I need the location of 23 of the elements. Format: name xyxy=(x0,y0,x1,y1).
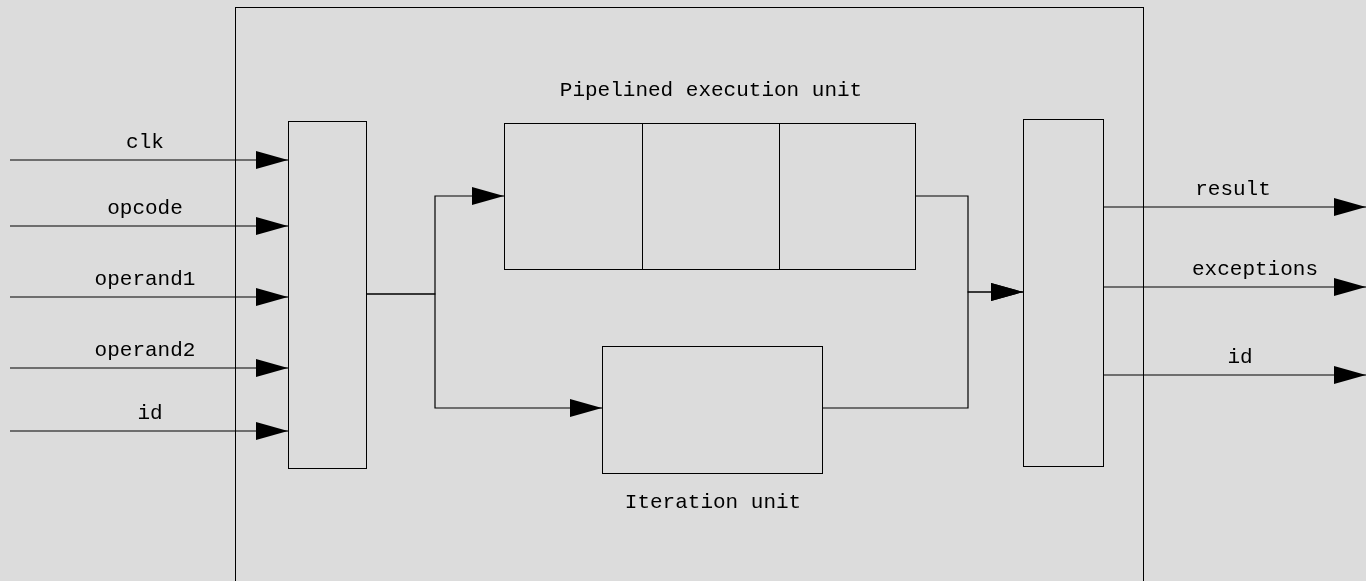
signal-label: operand1 xyxy=(94,268,196,291)
signal-arrow xyxy=(9,288,289,306)
signal-arrow xyxy=(1103,278,1366,296)
output-register-box xyxy=(1023,119,1104,467)
signal-label: id xyxy=(137,402,163,425)
signal-arrow xyxy=(9,422,289,440)
signal-label: clk xyxy=(126,131,164,154)
signal-arrow xyxy=(1103,198,1366,216)
unit-title: Iteration unit xyxy=(624,491,802,514)
signal-label: opcode xyxy=(107,197,183,220)
signal-arrow xyxy=(1103,366,1366,384)
signal-arrow xyxy=(366,293,603,417)
signal-arrow xyxy=(9,217,289,235)
signal-label: id xyxy=(1227,346,1253,369)
signal-arrow xyxy=(9,151,289,169)
signal-arrow xyxy=(9,359,289,377)
signal-arrow xyxy=(822,283,1024,409)
signal-label: operand2 xyxy=(94,339,196,362)
signal-label: result xyxy=(1195,178,1271,201)
signal-label: exceptions xyxy=(1192,258,1318,281)
block-outline xyxy=(235,7,1144,581)
input-register-box xyxy=(288,121,367,469)
unit-title: Pipelined execution unit xyxy=(559,79,863,102)
